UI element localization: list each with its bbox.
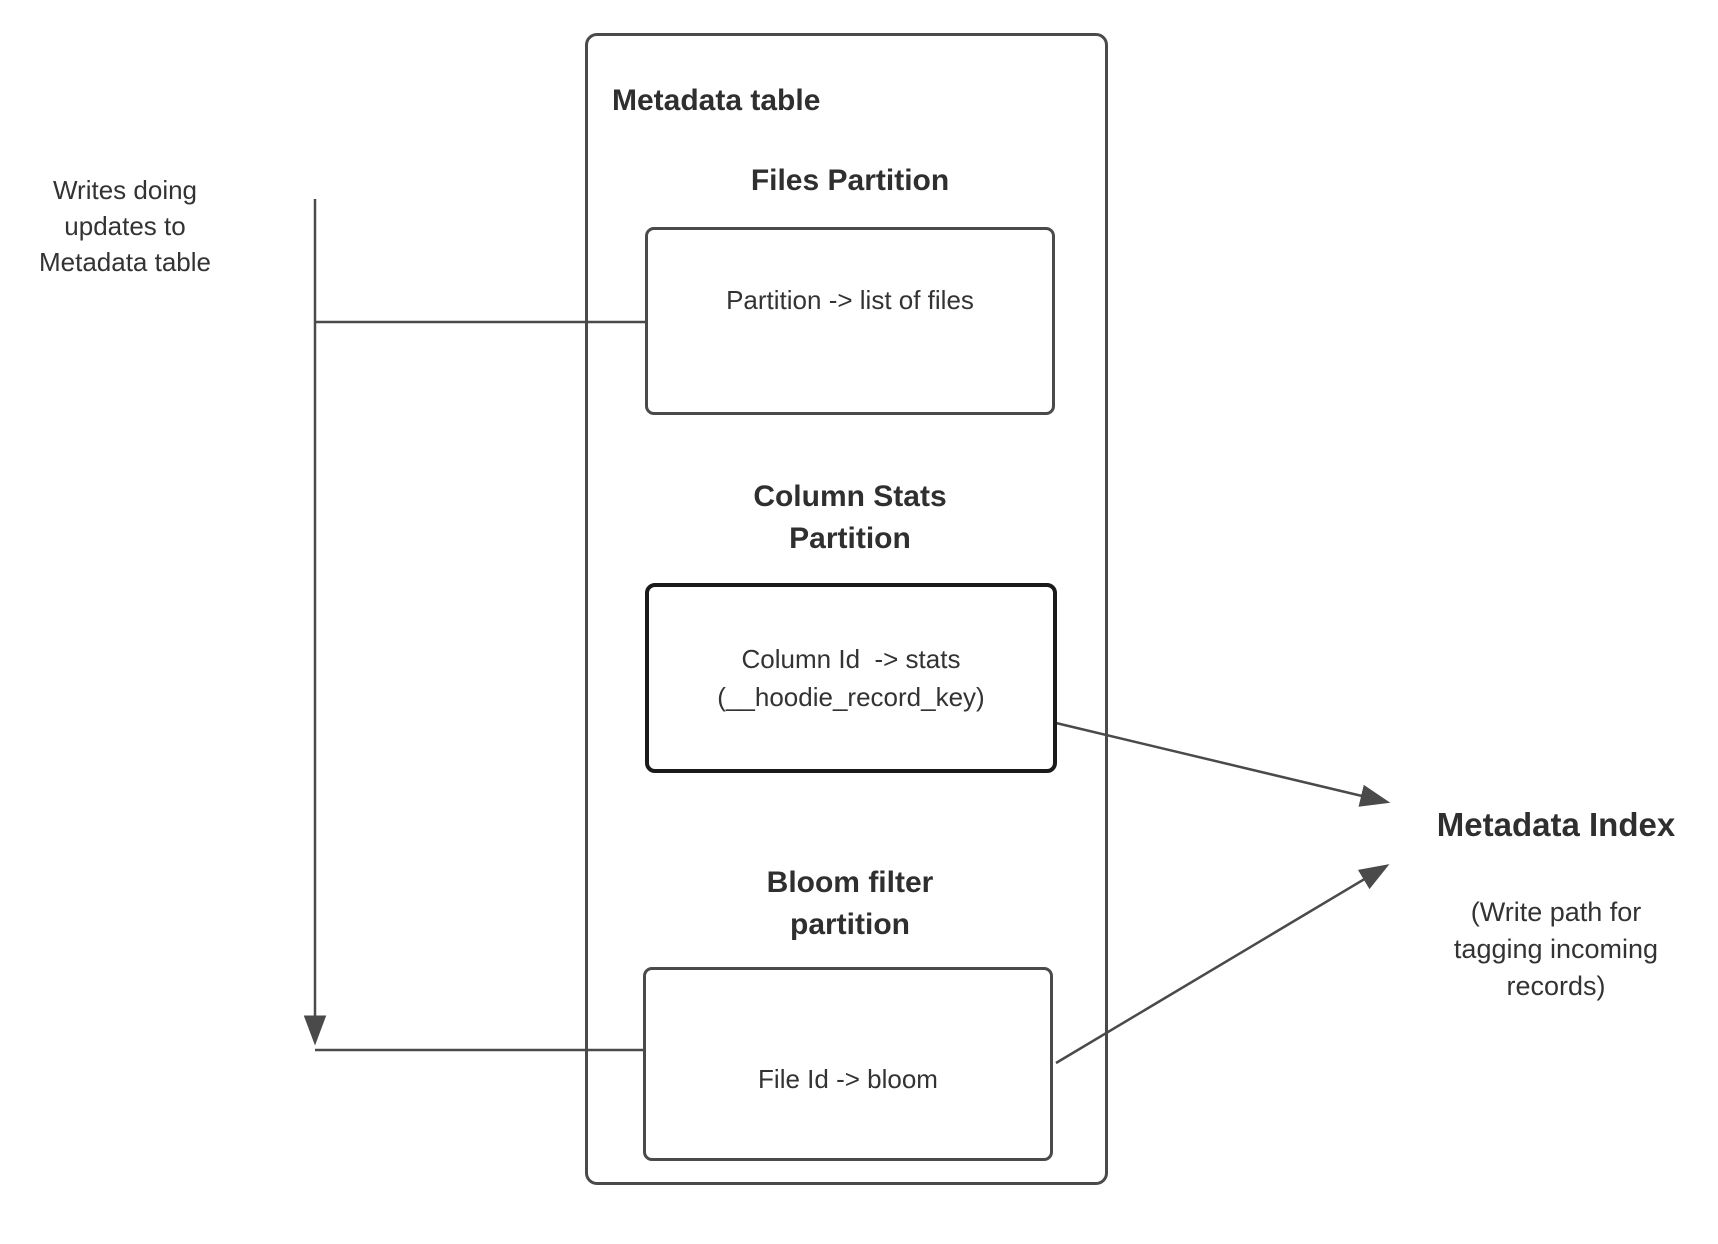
heading-line: Partition bbox=[789, 522, 911, 555]
metadata-table-box bbox=[585, 33, 1108, 1185]
heading-line: partition bbox=[790, 908, 910, 941]
subtitle-line: (Write path for bbox=[1470, 897, 1642, 927]
heading-line: Column Stats bbox=[753, 480, 947, 513]
writes-label-line: updates to bbox=[64, 211, 186, 241]
heading-line: Bloom filter bbox=[766, 866, 934, 899]
bloom-filter-partition-box: File Id -> bloom bbox=[643, 967, 1053, 1161]
writes-label-line: Metadata table bbox=[38, 247, 211, 277]
subtitle-line: records) bbox=[1506, 971, 1606, 1001]
files-partition-content: Partition -> list of files bbox=[726, 285, 974, 315]
subtitle-line: tagging incoming bbox=[1453, 934, 1659, 964]
writes-label: Writes doing updates to Metadata table bbox=[18, 172, 232, 280]
heading-line: Files Partition bbox=[750, 164, 950, 197]
files-partition-box: Partition -> list of files bbox=[645, 227, 1055, 415]
files-partition-heading: Files Partition bbox=[645, 160, 1055, 202]
column-stats-content: Column Id -> stats bbox=[741, 644, 961, 674]
column-stats-partition-box: Column Id -> stats (__hoodie_record_key) bbox=[645, 583, 1057, 773]
bloom-filter-content: File Id -> bloom bbox=[758, 1064, 938, 1094]
metadata-table-title: Metadata table bbox=[612, 84, 821, 117]
writes-label-line: Writes doing bbox=[52, 175, 198, 205]
metadata-index-title: Metadata Index bbox=[1436, 806, 1676, 843]
metadata-index-subtitle: (Write path for tagging incoming records… bbox=[1396, 894, 1716, 1005]
bloom-filter-partition-heading: Bloom filter partition bbox=[645, 862, 1055, 946]
column-stats-content: (__hoodie_record_key) bbox=[717, 682, 985, 712]
column-stats-partition-heading: Column Stats Partition bbox=[645, 476, 1055, 560]
